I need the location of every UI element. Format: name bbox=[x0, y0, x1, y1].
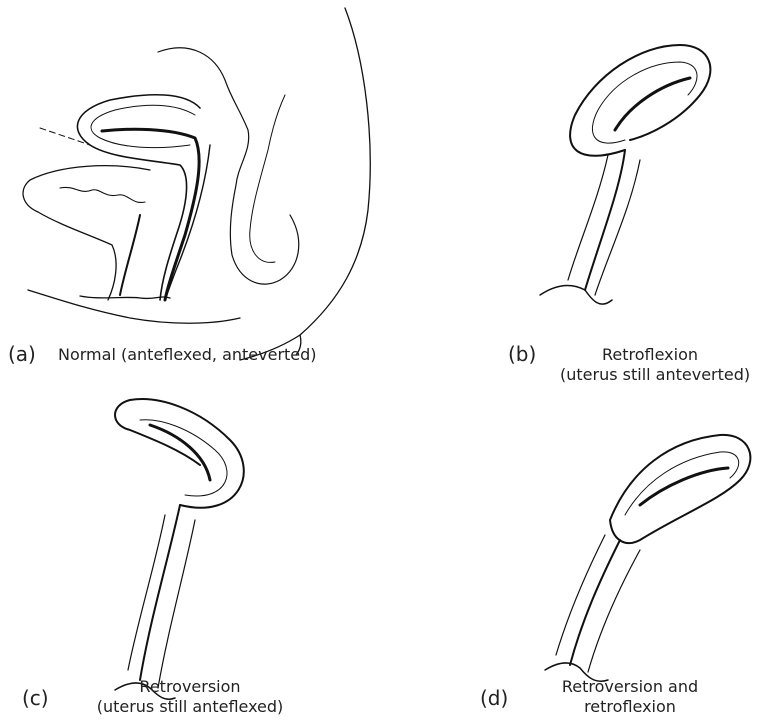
bladder-mucosa bbox=[60, 187, 145, 202]
panel-b-drawing bbox=[540, 45, 710, 304]
peritoneal-dash bbox=[40, 128, 90, 145]
perineum-line-2 bbox=[80, 296, 170, 298]
abdominal-wall-line bbox=[240, 8, 370, 360]
perineum-line bbox=[28, 290, 240, 323]
uterus-body-outer bbox=[77, 95, 200, 300]
vulva-b bbox=[540, 285, 612, 304]
vagina-d bbox=[570, 540, 620, 665]
panel-d-caption: Retroversion and retroflexion bbox=[545, 677, 715, 717]
panel-c-caption-line-2: (uterus still anteflexed) bbox=[90, 697, 290, 717]
panel-d-letter: (d) bbox=[480, 686, 508, 710]
panel-a-caption: Normal (anteflexed, anteverted) bbox=[58, 345, 317, 365]
panel-a-letter: (a) bbox=[8, 342, 36, 366]
uterus-body-outer-c bbox=[115, 399, 244, 508]
vagina-b bbox=[585, 150, 625, 290]
panel-c-letter: (c) bbox=[22, 686, 49, 710]
uterus-body-inner-c bbox=[140, 420, 227, 496]
panel-b-letter: (b) bbox=[508, 342, 536, 366]
panel-b-caption-line-2: (uterus still anteverted) bbox=[560, 365, 740, 385]
uterus-body-inner bbox=[91, 105, 195, 147]
panel-a-caption-line-1: Normal (anteflexed, anteverted) bbox=[58, 345, 317, 365]
panel-d-caption-line-2: retroflexion bbox=[545, 697, 715, 717]
panel-a-drawing bbox=[23, 8, 370, 360]
uterine-cavity-b bbox=[615, 78, 690, 130]
panel-d-caption-line-1: Retroversion and bbox=[545, 677, 715, 697]
panel-b-caption-line-1: Retroflexion bbox=[560, 345, 740, 365]
panel-b-caption: Retroflexion (uterus still anteverted) bbox=[560, 345, 740, 385]
uterus-body-inner-d bbox=[625, 452, 739, 515]
vagina-wall-d bbox=[588, 550, 640, 672]
panel-c-drawing bbox=[115, 399, 244, 699]
uterus-body-outer-d bbox=[610, 435, 750, 543]
panel-c-caption-line-1: Retroversion bbox=[90, 677, 290, 697]
bladder-outline bbox=[23, 166, 150, 300]
panel-d-drawing bbox=[545, 435, 750, 681]
vagina-wall-c bbox=[158, 520, 195, 688]
vagina-wall-b2 bbox=[568, 155, 608, 280]
panel-c-caption: Retroversion (uterus still anteflexed) bbox=[90, 677, 290, 717]
urethra bbox=[120, 215, 140, 295]
rectum-inner bbox=[250, 95, 285, 262]
vagina-wall-d2 bbox=[556, 535, 605, 655]
